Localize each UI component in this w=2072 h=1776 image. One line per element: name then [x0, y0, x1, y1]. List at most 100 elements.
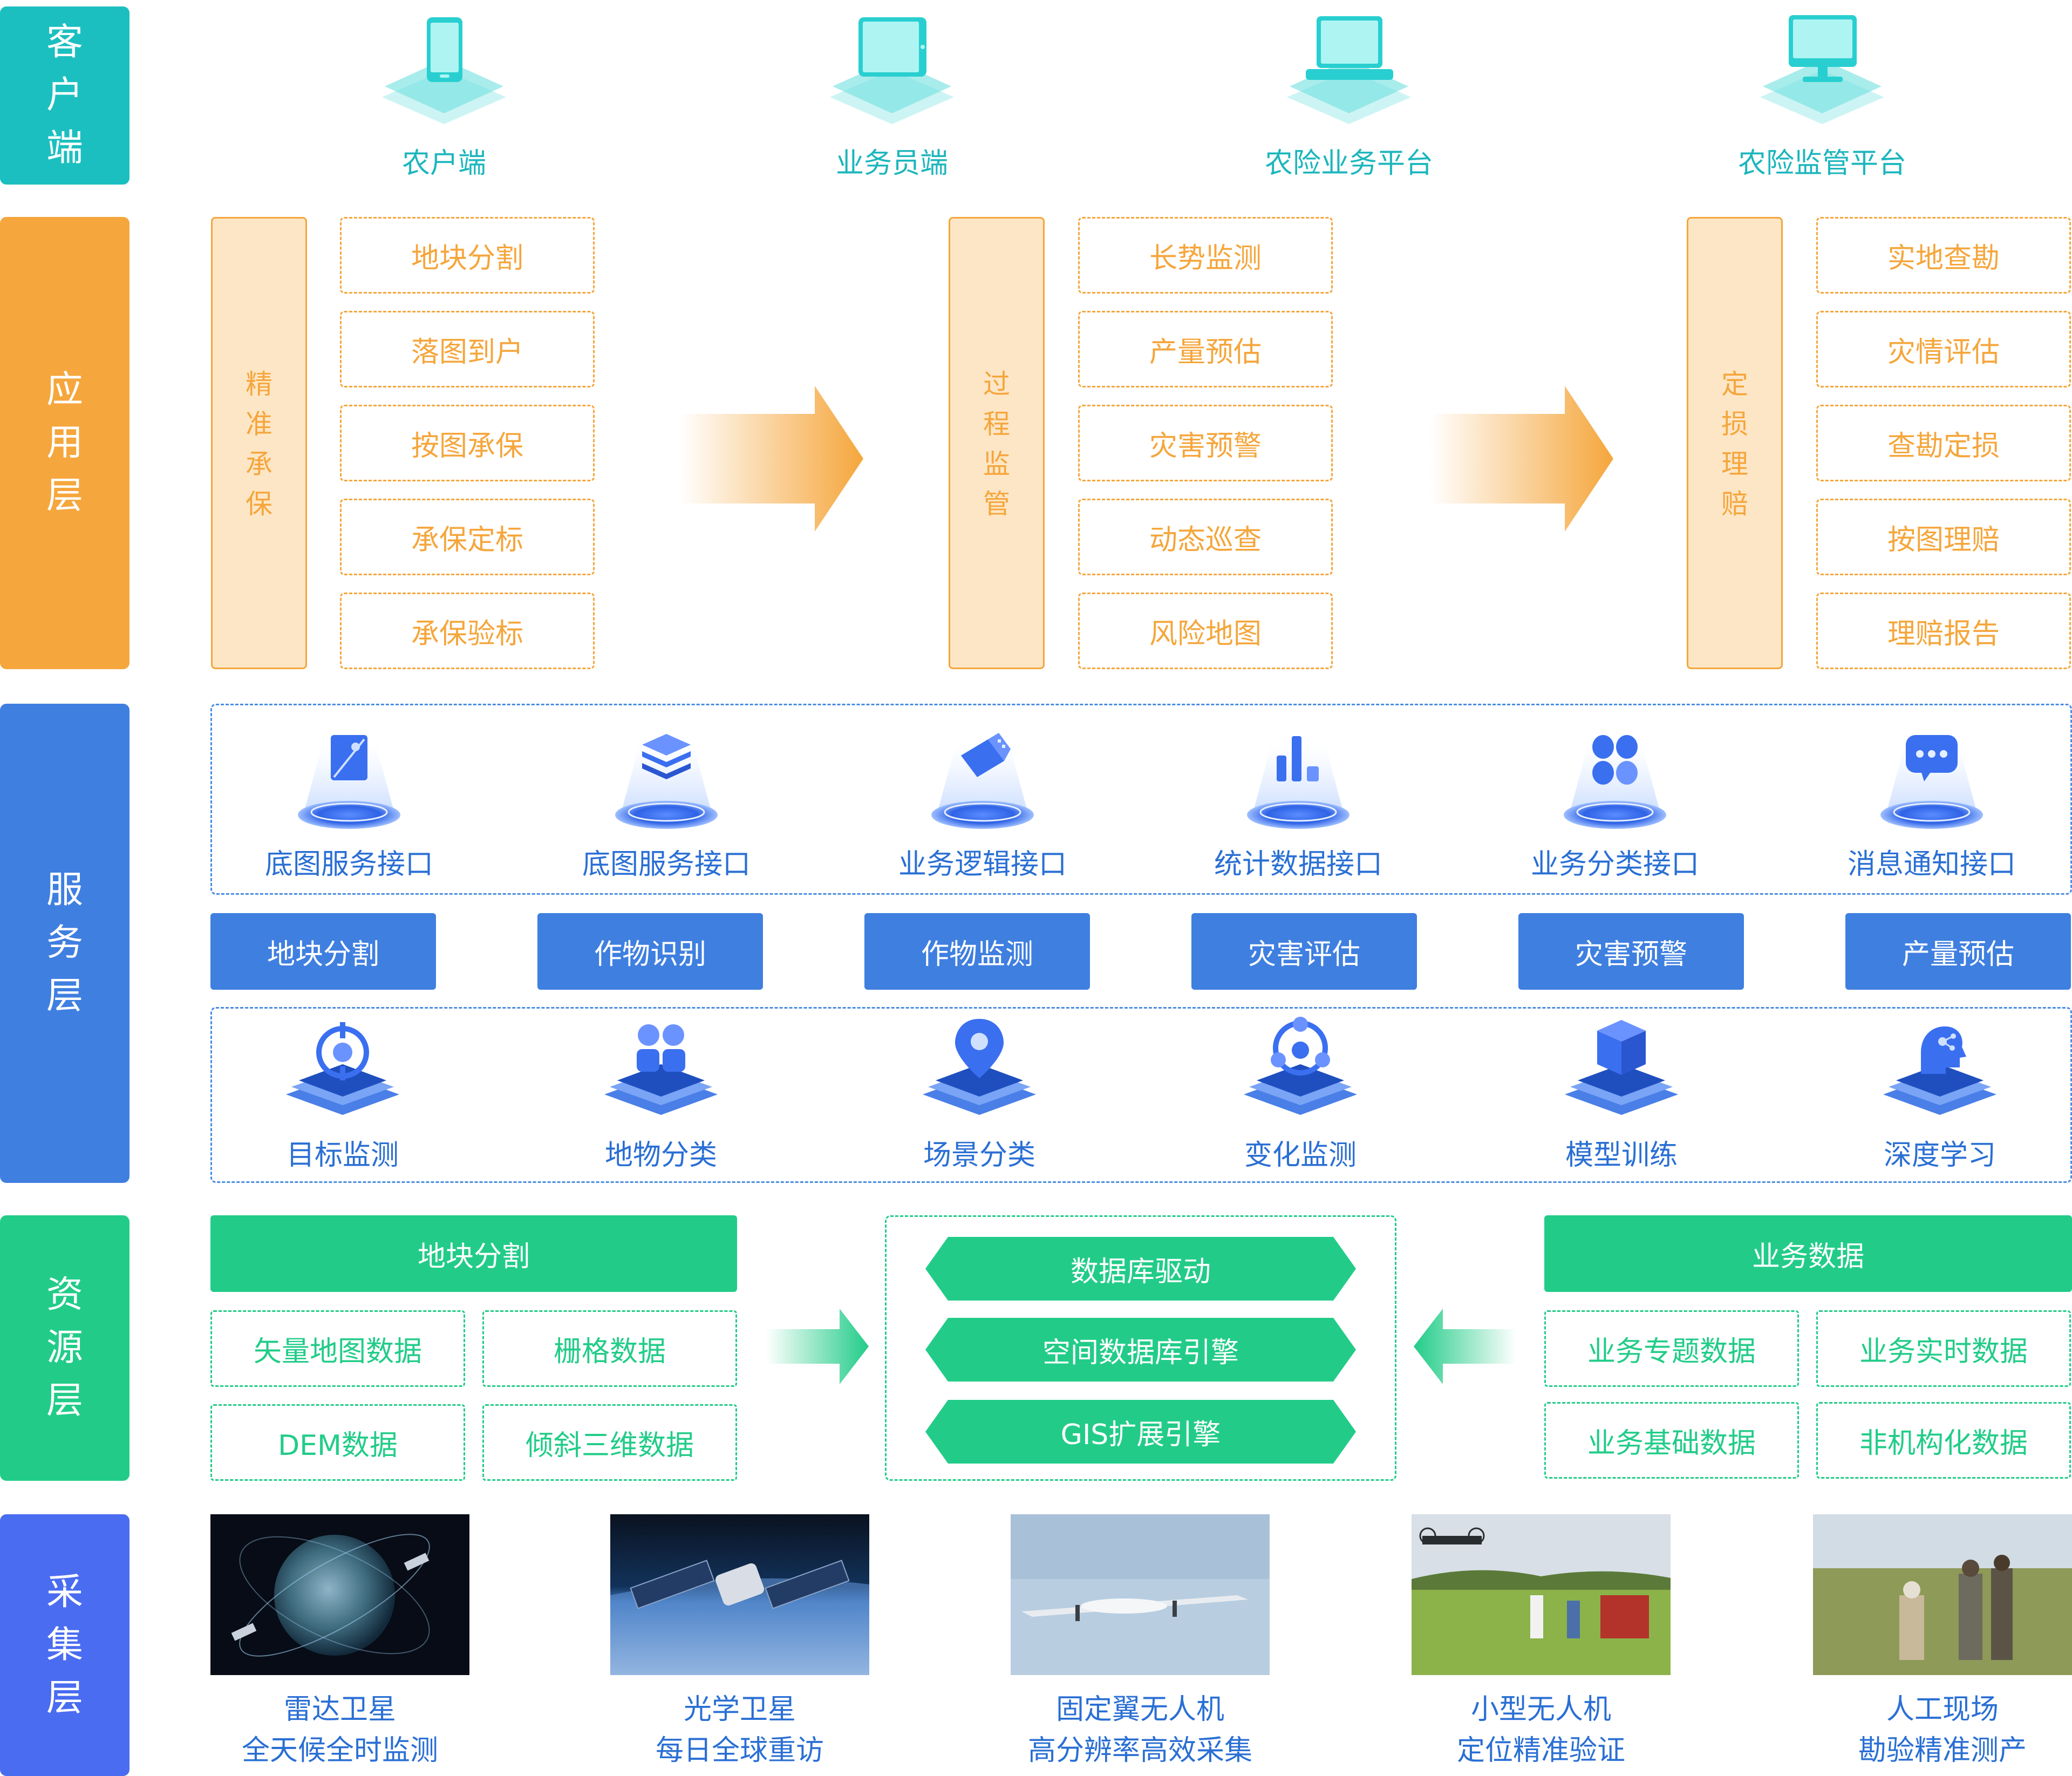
client-label: 农户端	[401, 147, 486, 180]
hexagon-shape	[925, 1318, 1356, 1382]
collection-caption: 小型无人机 定位精准验证	[1390, 1689, 1692, 1771]
network-nodes-icon	[1244, 1017, 1357, 1115]
service-algorithm-item[interactable]: 目标监测	[246, 1015, 440, 1187]
resource-item[interactable]: 业务实时数据	[1816, 1310, 2071, 1387]
usb-drive-icon	[931, 733, 1034, 829]
client-farmer: 农户端	[347, 5, 541, 183]
app-item[interactable]: 长势监测	[1078, 217, 1333, 294]
target-icon	[286, 1022, 399, 1115]
collection-title: 小型无人机	[1470, 1693, 1611, 1726]
field-survey-photo	[1813, 1514, 2072, 1675]
app-item[interactable]: 灾情评估	[1816, 311, 2071, 387]
service-api-item[interactable]: 业务分类接口	[1507, 712, 1723, 890]
app-group-title: 定损理赔	[1687, 217, 1783, 669]
collection-caption: 固定翼无人机 高分辨率高效采集	[989, 1689, 1291, 1771]
client-agent: 业务员端	[795, 5, 989, 183]
resource-engine-panel	[885, 1215, 1396, 1481]
resource-item[interactable]: DEM数据	[210, 1404, 465, 1481]
layer-label-collect: 采集层	[0, 1514, 130, 1776]
left-arrow-icon	[1414, 1309, 1516, 1384]
service-algorithm-item[interactable]: 场景分类	[882, 1015, 1076, 1187]
tablet-icon	[830, 17, 954, 124]
cluster-icon	[604, 1024, 718, 1115]
hexagon-shape	[925, 1237, 1356, 1301]
app-item[interactable]: 动态巡查	[1078, 499, 1333, 575]
resource-item[interactable]: 倾斜三维数据	[482, 1404, 737, 1481]
collection-title: 固定翼无人机	[1055, 1693, 1224, 1726]
resource-item[interactable]: 业务基础数据	[1544, 1402, 1799, 1479]
flow-arrow-icon	[680, 386, 863, 532]
service-function-button[interactable]: 灾害预警	[1518, 913, 1744, 990]
collection-desc: 高分辨率高效采集	[1027, 1734, 1252, 1767]
flow-arrow-icon	[1430, 386, 1613, 532]
map-image-icon	[298, 735, 400, 829]
layer-label-resource: 资源层	[0, 1215, 130, 1481]
resource-engine-item[interactable]: GIS扩展引擎	[925, 1400, 1356, 1464]
resource-engine-item[interactable]: 空间数据库引擎	[925, 1318, 1356, 1382]
client-label: 业务员端	[835, 147, 948, 180]
brain-head-icon	[1883, 1026, 1996, 1115]
service-api-panel	[210, 704, 2072, 895]
collection-desc: 每日全球重访	[655, 1734, 824, 1767]
service-api-item[interactable]: 统计数据接口	[1190, 712, 1406, 890]
location-pin-icon	[923, 1019, 1036, 1115]
chat-bubble-icon	[1880, 735, 1983, 829]
monitor-icon	[1760, 15, 1884, 124]
small-drone-field-photo	[1412, 1514, 1671, 1675]
right-arrow-icon	[766, 1309, 869, 1384]
app-item[interactable]: 风险地图	[1078, 593, 1333, 669]
service-function-button[interactable]: 地块分割	[210, 913, 436, 990]
service-function-button[interactable]: 产量预估	[1845, 913, 2071, 990]
service-algorithm-panel	[210, 1007, 2072, 1183]
service-api-item[interactable]: 底图服务接口	[241, 712, 457, 890]
layer-label-client: 客户端	[0, 6, 130, 185]
service-api-item[interactable]: 消息通知接口	[1824, 712, 2040, 890]
service-function-button[interactable]: 作物识别	[537, 913, 763, 990]
collection-title: 雷达卫星	[283, 1693, 396, 1726]
service-algorithm-item[interactable]: 地物分类	[564, 1015, 758, 1187]
app-item[interactable]: 按图理赔	[1816, 499, 2071, 575]
client-supervision-platform: 农险监管平台	[1725, 5, 1919, 183]
collection-title: 人工现场	[1886, 1693, 1999, 1726]
service-function-button[interactable]: 作物监测	[864, 913, 1090, 990]
layers-icon	[615, 734, 718, 829]
client-business-platform: 农险业务平台	[1252, 5, 1446, 183]
app-item[interactable]: 地块分割	[340, 217, 595, 294]
app-item[interactable]: 按图承保	[340, 405, 595, 481]
bar-chart-icon	[1247, 736, 1349, 829]
collection-caption: 光学卫星 每日全球重访	[589, 1689, 891, 1771]
cube-icon	[1565, 1020, 1678, 1115]
collection-caption: 雷达卫星 全天候全时监测	[189, 1689, 491, 1771]
optical-satellite-photo	[610, 1514, 869, 1675]
service-algorithm-item[interactable]: 深度学习	[1843, 1015, 2037, 1187]
collection-title: 光学卫星	[683, 1693, 796, 1726]
resource-item[interactable]: 栅格数据	[482, 1310, 737, 1387]
resource-item[interactable]: 业务专题数据	[1544, 1310, 1799, 1387]
service-api-item[interactable]: 底图服务接口	[558, 712, 774, 890]
resource-engine-item[interactable]: 数据库驱动	[925, 1237, 1356, 1301]
app-item[interactable]: 承保验标	[340, 593, 595, 669]
app-item[interactable]: 产量预估	[1078, 311, 1333, 387]
resource-item[interactable]: 矢量地图数据	[210, 1310, 465, 1387]
collection-desc: 全天候全时监测	[241, 1734, 438, 1767]
app-item[interactable]: 查勘定损	[1816, 405, 2071, 481]
app-item[interactable]: 落图到户	[340, 311, 595, 387]
resource-left-title: 地块分割	[210, 1215, 737, 1292]
app-item[interactable]: 承保定标	[340, 499, 595, 575]
collection-desc: 勘验精准测产	[1858, 1734, 2027, 1767]
grid-petals-icon	[1564, 735, 1666, 829]
client-label: 农险业务平台	[1264, 147, 1433, 180]
service-api-item[interactable]: 业务逻辑接口	[875, 712, 1090, 890]
app-item[interactable]: 理赔报告	[1816, 593, 2071, 669]
service-algorithm-item[interactable]: 变化监测	[1203, 1015, 1398, 1187]
fixed-wing-drone-photo	[1011, 1514, 1270, 1675]
app-item[interactable]: 实地查勘	[1816, 217, 2071, 294]
app-item[interactable]: 灾害预警	[1078, 405, 1333, 481]
service-function-button[interactable]: 灾害评估	[1191, 913, 1417, 990]
resource-item[interactable]: 非机构化数据	[1816, 1402, 2071, 1479]
service-algorithm-item[interactable]: 模型训练	[1524, 1015, 1719, 1187]
layer-label-service: 服务层	[0, 704, 130, 1183]
client-label: 农险监管平台	[1737, 147, 1906, 180]
hexagon-shape	[925, 1400, 1356, 1464]
app-group-title: 精准承保	[211, 217, 307, 669]
